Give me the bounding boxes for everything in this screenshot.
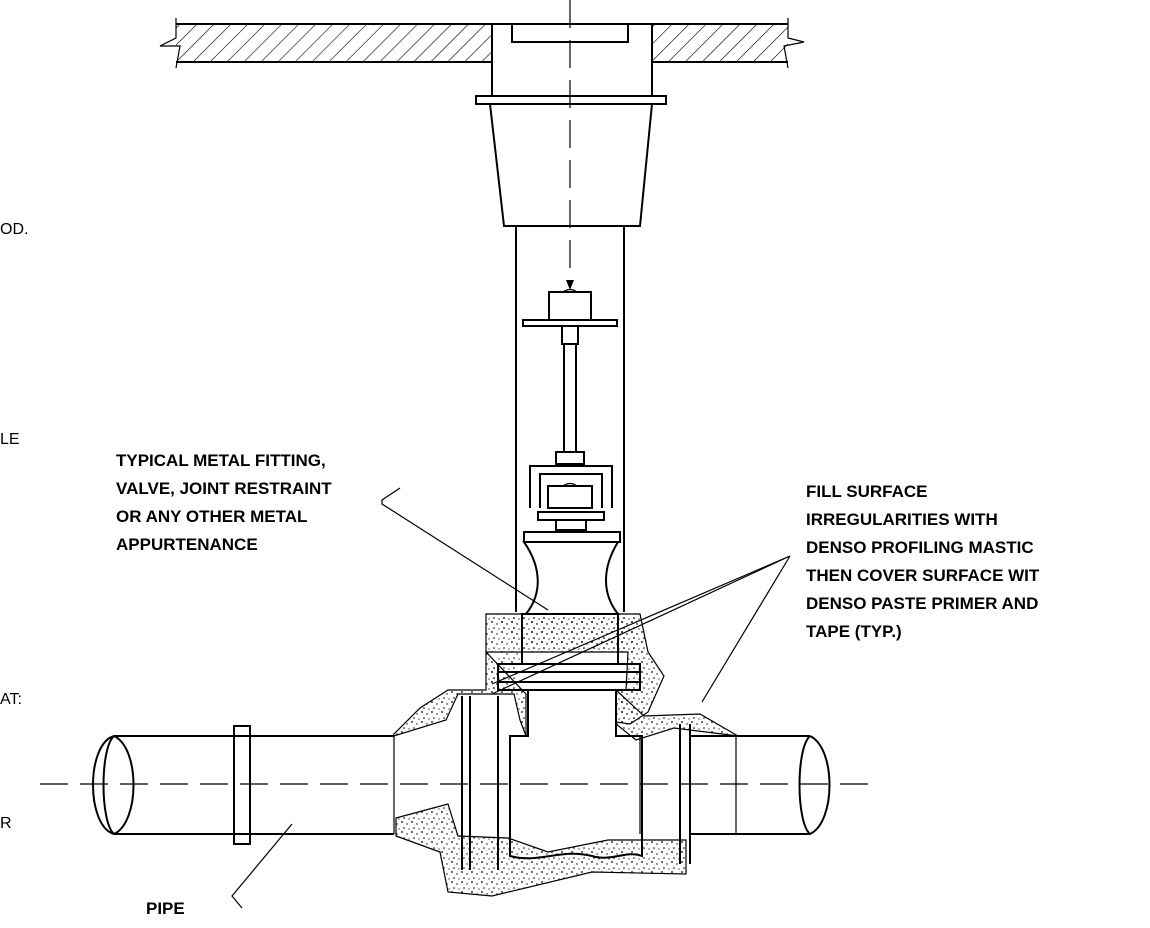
note-fill-surface: FILL SURFACE IRREGULARITIES WITH DENSO P… xyxy=(806,482,1040,641)
mastic-coating xyxy=(393,613,739,897)
svg-text:OR ANY OTHER METAL: OR ANY OTHER METAL xyxy=(116,507,307,526)
valve-body xyxy=(461,613,691,870)
main-pipe xyxy=(92,725,831,845)
svg-text:APPURTENANCE: APPURTENANCE xyxy=(116,535,258,554)
svg-text:TAPE (TYP.): TAPE (TYP.) xyxy=(806,622,902,641)
svg-text:THEN COVER SURFACE WIT: THEN COVER SURFACE WIT xyxy=(806,566,1040,585)
concrete-slab xyxy=(159,18,805,69)
valve-box-top xyxy=(475,23,667,227)
svg-text:DENSO PASTE PRIMER AND: DENSO PASTE PRIMER AND xyxy=(806,594,1038,613)
cut-text-1: OD. xyxy=(0,221,28,238)
svg-text:IRREGULARITIES WITH: IRREGULARITIES WITH xyxy=(806,510,998,529)
leader-lines xyxy=(231,487,791,909)
stem-clamp xyxy=(523,465,621,543)
valve-box-riser xyxy=(515,226,625,612)
cut-text-3: AT: xyxy=(0,691,22,708)
operating-nut xyxy=(522,288,618,465)
note-pipe: PIPE xyxy=(146,899,185,918)
left-cut-notes: OD. LE AT: R xyxy=(0,221,28,832)
svg-text:DENSO PROFILING MASTIC: DENSO PROFILING MASTIC xyxy=(806,538,1034,557)
svg-text:FILL SURFACE: FILL SURFACE xyxy=(806,482,928,501)
cut-text-2: LE xyxy=(0,431,20,448)
cut-text-4: R xyxy=(0,815,12,832)
svg-text:VALVE, JOINT RESTRAINT: VALVE, JOINT RESTRAINT xyxy=(116,479,332,498)
centerline-arrow xyxy=(566,280,574,290)
note-metal-fitting: TYPICAL METAL FITTING, VALVE, JOINT REST… xyxy=(116,451,332,554)
svg-text:TYPICAL METAL FITTING,: TYPICAL METAL FITTING, xyxy=(116,451,326,470)
